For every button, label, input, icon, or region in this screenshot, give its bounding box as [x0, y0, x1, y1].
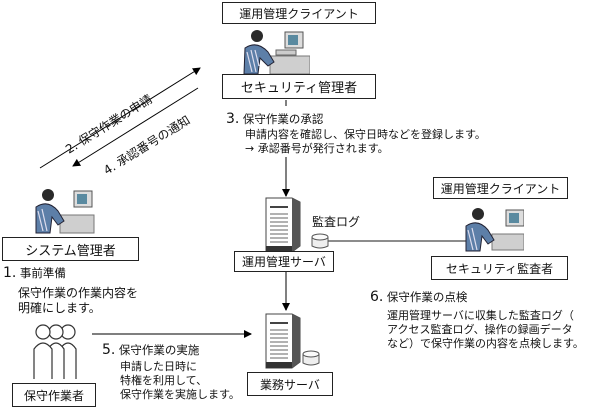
- step6-heading: 6. 保守作業の点検: [370, 290, 467, 305]
- step5-line-2: 特権を利用して、: [120, 374, 208, 387]
- step3-line-1: 申請内容を確認し、保守日時などを登録します。: [245, 128, 486, 141]
- step1-title: 事前準備: [19, 266, 66, 280]
- person-at-computer-icon: [465, 208, 524, 252]
- step1-line-2: 明確にします。: [18, 301, 101, 315]
- step6-line-3: など）で保守作業の内容を点検します。: [387, 337, 584, 350]
- client-top-label: 運用管理クライアント: [222, 2, 376, 24]
- database-icon: [302, 350, 320, 366]
- database-icon: [311, 233, 329, 249]
- step1-heading: 1. 事前準備: [3, 266, 66, 281]
- step1-line-1: 保守作業の作業内容を: [18, 286, 139, 300]
- client-right-label: 運用管理クライアント: [433, 177, 568, 199]
- step6-title: 保守作業の点検: [386, 290, 468, 304]
- step6-line-2: アクセス監査ログ、操作の録画データ: [387, 323, 573, 336]
- server-icon: [265, 313, 301, 369]
- security-admin-node: セキュリティ管理者: [222, 74, 376, 99]
- audit-log-label: 監査ログ: [312, 215, 361, 229]
- step3-title: 保守作業の承認: [242, 112, 324, 126]
- step3-number: 3.: [226, 111, 240, 127]
- person-at-computer-icon: [35, 189, 95, 234]
- maintainers-node: 保守作業者: [12, 383, 96, 407]
- step5-line-1: 申請した日時に: [120, 360, 197, 373]
- step3-heading: 3. 保守作業の承認: [226, 112, 323, 127]
- business-server-node: 業務サーバ: [247, 372, 333, 396]
- step6-line-1: 運用管理サーバに収集した監査ログ（: [387, 309, 574, 322]
- step5-title: 保守作業の実施: [118, 343, 200, 357]
- notify-arrow: [72, 87, 199, 167]
- security-auditor-node: セキュリティ監査者: [431, 256, 568, 280]
- step3-line-2: → 承認番号が発行されます。: [245, 142, 389, 155]
- request-arrow: [39, 67, 201, 169]
- system-admin-node: システム管理者: [2, 237, 139, 261]
- step5-line-3: 保守作業を実施します。: [120, 388, 240, 401]
- ops-server-node: 運用管理サーバ: [234, 251, 334, 272]
- step1-number: 1.: [3, 265, 17, 281]
- step5-number: 5.: [102, 342, 116, 358]
- worker-group-icon: [33, 324, 77, 379]
- person-at-computer-icon: [243, 30, 310, 75]
- step6-number: 6.: [370, 289, 384, 305]
- server-icon: [265, 197, 301, 253]
- step5-heading: 5. 保守作業の実施: [102, 343, 199, 358]
